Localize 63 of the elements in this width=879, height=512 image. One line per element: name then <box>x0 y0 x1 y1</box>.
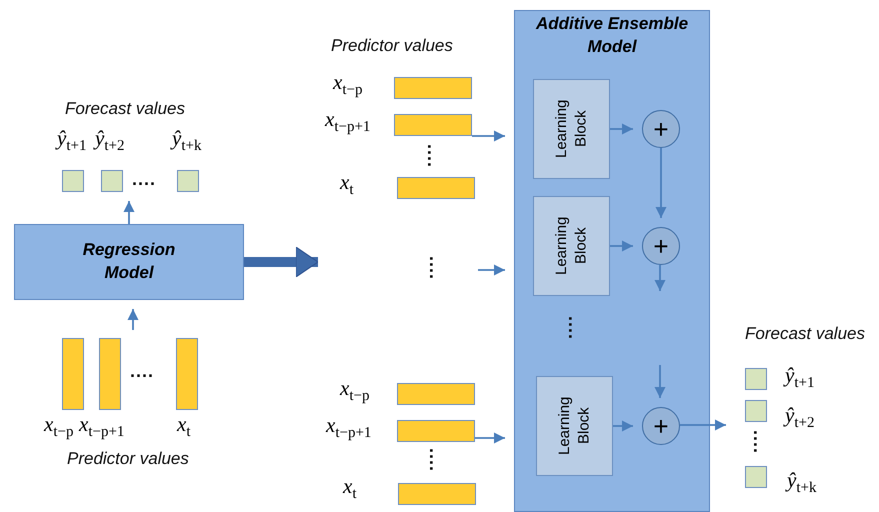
arrow <box>654 365 666 398</box>
sum-circle: + <box>642 407 680 445</box>
ellipsis-dots: .... <box>751 430 769 454</box>
math-label: ŷ$_{t+2}$ <box>785 405 814 432</box>
ellipsis-dots: .... <box>566 316 584 340</box>
math-label: x$_{t}$ <box>340 172 354 198</box>
ellipsis-dots: .... <box>427 256 445 280</box>
input-bar <box>398 483 476 505</box>
arrow <box>680 420 726 430</box>
ellipsis-dots: .... <box>130 362 154 380</box>
caption-text: Predictor values <box>331 37 453 54</box>
input-bar <box>397 177 475 199</box>
arrow <box>128 309 138 330</box>
caption-text: Forecast values <box>745 325 865 342</box>
sum-circle: + <box>642 110 680 148</box>
output-square <box>745 400 767 422</box>
input-bar <box>394 77 472 99</box>
learning-block: Learning Block <box>533 196 610 296</box>
math-label: x$_{t−p+1}$ <box>325 109 370 136</box>
math-label: ŷ$_{t+2}$ <box>95 128 124 154</box>
math-label: ŷ$_{t+1}$ <box>57 128 86 154</box>
math-label: x$_{t}$ <box>343 476 356 502</box>
learning-block: Learning Block <box>533 79 610 179</box>
arrow <box>475 432 505 444</box>
block-arrow <box>244 246 318 278</box>
arrow <box>124 201 134 224</box>
arrow <box>472 130 505 142</box>
input-bar <box>397 420 475 442</box>
math-label: x$_{t−p+1}$ <box>79 414 124 440</box>
math-label: x$_{t−p}$ <box>44 414 74 440</box>
input-bar <box>176 338 198 410</box>
math-label: ŷ$_{t+1}$ <box>785 365 814 392</box>
arrow <box>613 420 633 432</box>
caption-text: Predictor values <box>67 450 189 467</box>
arrow <box>610 240 633 252</box>
math-label: x$_{t−p}$ <box>340 378 370 404</box>
input-bar <box>397 383 475 405</box>
output-square <box>745 466 767 488</box>
panel-title: Additive Ensemble Model <box>535 13 689 58</box>
arrow <box>656 148 666 218</box>
sum-circle: + <box>642 227 680 265</box>
model-box: Regression Model <box>14 224 244 300</box>
input-bar <box>394 114 472 136</box>
ensemble-panel <box>514 10 710 512</box>
output-square <box>745 368 767 390</box>
arrow <box>478 264 505 276</box>
ellipsis-dots: .... <box>425 144 443 168</box>
output-square <box>62 170 84 192</box>
caption-text: Forecast values <box>65 100 185 117</box>
ellipsis-dots: .... <box>427 448 445 472</box>
math-label: ŷ$_{t+k}$ <box>172 128 202 154</box>
arrow <box>610 124 633 134</box>
ellipsis-dots: .... <box>132 170 156 188</box>
math-label: x$_{t}$ <box>177 414 190 440</box>
output-square <box>101 170 123 192</box>
input-bar <box>99 338 121 410</box>
math-label: ŷ$_{t+k}$ <box>787 470 816 496</box>
math-label: x$_{t−p+1}$ <box>326 415 372 442</box>
input-bar <box>62 338 84 410</box>
arrow <box>654 265 666 291</box>
learning-block: Learning Block <box>536 376 613 476</box>
output-square <box>177 170 199 192</box>
math-label: x$_{t−p}$ <box>333 72 362 98</box>
